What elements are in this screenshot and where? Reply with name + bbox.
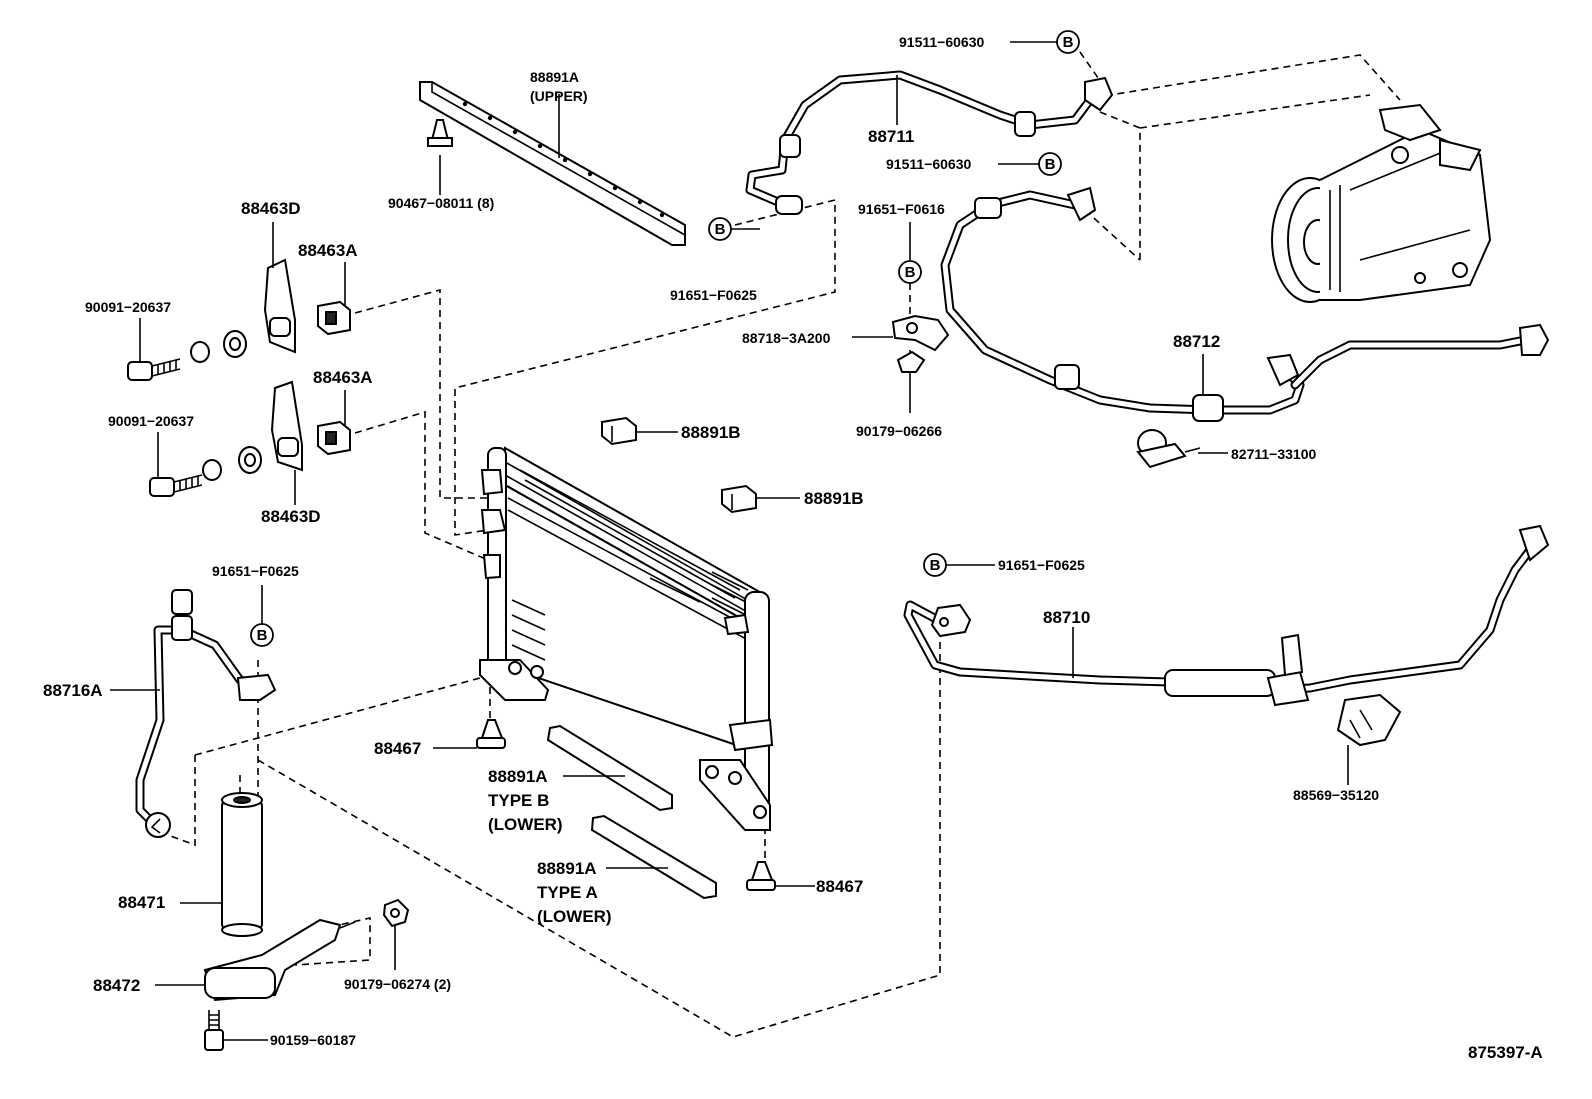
b-marker-mid: B: [1038, 152, 1062, 176]
liquid-pipe-88716A: [135, 589, 277, 838]
part-labels: 88891A (UPPER) 90467−08011 (8) 88463D 88…: [43, 34, 1543, 1062]
b-marker-left: B: [250, 623, 274, 647]
label-88710: 88710: [1043, 608, 1090, 627]
svg-text:B: B: [905, 264, 916, 281]
label-90091-top: 90091−20637: [85, 299, 171, 315]
liquid-line-88710: [903, 524, 1550, 707]
label-88472: 88472: [93, 976, 140, 995]
clip-88467-bottom: [746, 861, 776, 891]
b-marker-right: B: [923, 553, 947, 577]
label-88463A-bottom: 88463A: [313, 368, 373, 387]
discharge-hose-88711: [745, 70, 1114, 215]
clip-90467: [427, 119, 453, 147]
label-88716A: 88716A: [43, 681, 103, 700]
svg-text:B: B: [930, 557, 941, 574]
label-88891A-typeB: 88891A: [488, 767, 548, 786]
label-90467: 90467−08011 (8): [388, 195, 494, 211]
bolt-90159: [204, 1010, 224, 1051]
label-typeB: TYPE B: [488, 791, 549, 810]
switch-88569: [1336, 693, 1402, 747]
bracket-88472: [203, 918, 356, 1002]
label-typeA: TYPE A: [537, 883, 598, 902]
label-90159: 90159−60187: [270, 1032, 356, 1048]
lower-seal-typeB: [546, 724, 673, 812]
label-88891B-top: 88891B: [681, 423, 741, 442]
bolt-90091-top: [127, 330, 247, 381]
b-marker-clamp: B: [898, 260, 922, 284]
label-91511-top: 91511−60630: [899, 34, 984, 50]
label-91651-F0625-right: 91651−F0625: [998, 557, 1085, 573]
svg-text:B: B: [1045, 156, 1056, 173]
label-91651-F0625-mid: 91651−F0625: [670, 287, 757, 303]
label-88712: 88712: [1173, 332, 1220, 351]
label-88463D-top: 88463D: [241, 199, 301, 218]
lower-seal-typeA: [590, 814, 717, 900]
label-88891A-typeA: 88891A: [537, 859, 597, 878]
upper-seal-bracket: [419, 81, 686, 246]
cushion-88463A-bottom: [317, 420, 351, 456]
clamp-88718: [891, 314, 950, 352]
label-88471: 88471: [118, 893, 165, 912]
label-90179-06274: 90179−06274 (2): [344, 976, 451, 992]
receiver-88471: [221, 792, 263, 937]
clip-90179-06266: [896, 350, 926, 373]
seal-88891B-bottom: [721, 484, 757, 514]
bracket-88463D-top: [263, 258, 296, 354]
label-88711: 88711: [868, 127, 914, 146]
svg-text:B: B: [715, 221, 726, 238]
label-88891A-upper: 88891A: [530, 69, 579, 85]
label-88718: 88718−3A200: [742, 330, 831, 346]
label-82711: 82711−33100: [1231, 446, 1316, 462]
bolt-90091-bottom: [149, 446, 262, 497]
svg-text:B: B: [1063, 34, 1074, 51]
label-88467-top: 88467: [374, 739, 421, 758]
cushion-88463A-top: [317, 300, 351, 336]
label-88467-bottom: 88467: [816, 877, 863, 896]
suction-hose-88712: [940, 186, 1550, 422]
label-90179-06266: 90179−06266: [856, 423, 942, 439]
label-88463A-top: 88463A: [298, 241, 358, 260]
label-90091-bottom: 90091−20637: [108, 413, 194, 429]
label-lowerA: (LOWER): [537, 907, 612, 926]
b-marker-discharge: B: [708, 217, 732, 241]
clip-88467-top: [476, 719, 506, 749]
b-marker-top: B: [1056, 30, 1080, 54]
diagram-id: 875397-A: [1468, 1043, 1543, 1062]
label-91511-mid: 91511−60630: [886, 156, 971, 172]
nut-90179-06274: [382, 898, 410, 928]
bracket-88463D-bottom: [270, 380, 303, 472]
label-91651-F0625-left: 91651−F0625: [212, 563, 299, 579]
label-91651-F0616: 91651−F0616: [858, 201, 945, 217]
compressor: [1271, 103, 1492, 303]
condenser-core: [479, 446, 774, 831]
label-88463D-bottom: 88463D: [261, 507, 321, 526]
sensor-82711: [1136, 429, 1201, 469]
svg-text:B: B: [257, 627, 268, 644]
label-upper: (UPPER): [530, 88, 588, 104]
label-88569: 88569−35120: [1293, 787, 1379, 803]
seal-88891B-top: [601, 416, 637, 446]
label-88891B-bottom: 88891B: [804, 489, 864, 508]
label-lowerB: (LOWER): [488, 815, 563, 834]
